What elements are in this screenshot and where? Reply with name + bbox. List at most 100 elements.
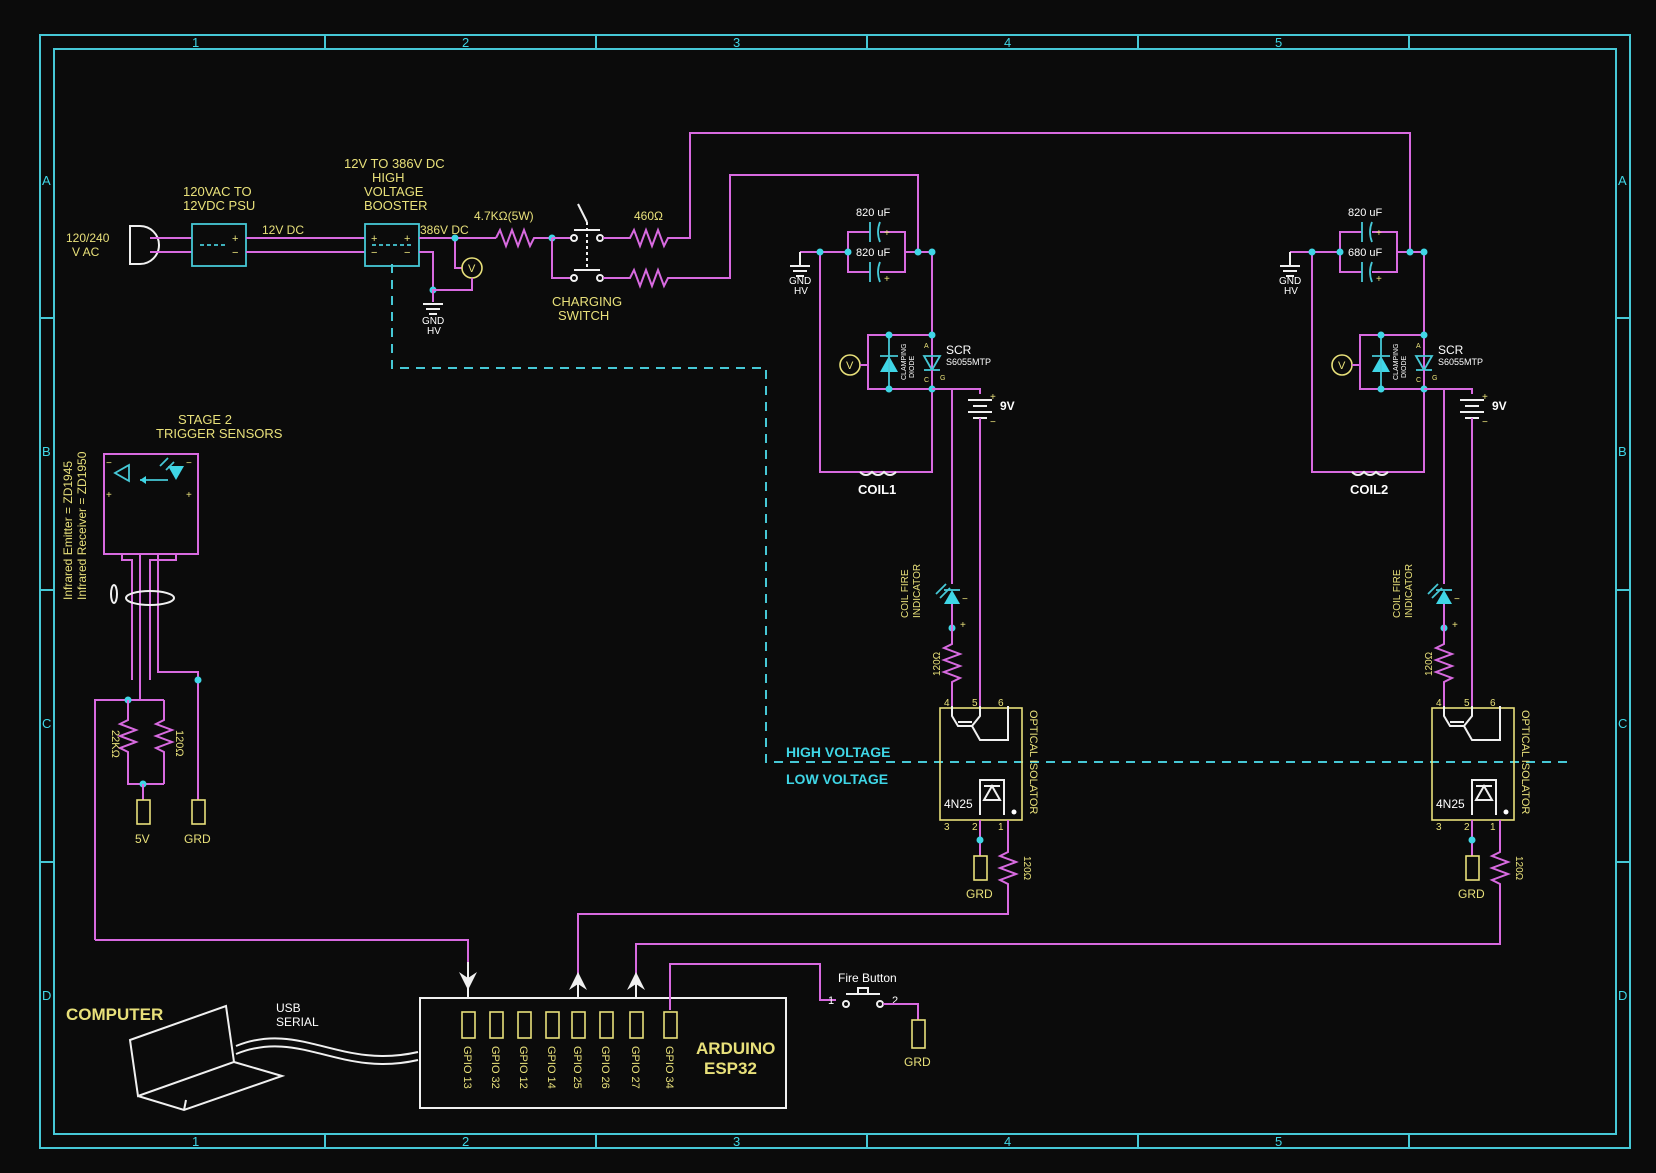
stage1-battery-icon (968, 399, 992, 419)
5v-label: 5V (135, 832, 150, 846)
stage1-iso-resistor (577, 820, 1019, 984)
booster-label-2: HIGH (372, 170, 405, 185)
svg-text:5: 5 (972, 698, 978, 709)
gpio-pin-header (663, 1011, 678, 1039)
stage2-r-led-label: 120Ω (1424, 651, 1435, 676)
svg-text:−: − (232, 247, 238, 259)
stage1-gnd-hv-icon (790, 265, 810, 277)
r-charge2-label: 460Ω (634, 209, 663, 223)
stage1-diode-label-1: CLAMPING (901, 343, 908, 380)
stage1-coil-icon (859, 470, 897, 476)
svg-text:G: G (940, 375, 945, 382)
stage2-iso-resistor (635, 820, 1511, 984)
gpio-pin-header (599, 1011, 614, 1039)
switch-label-2: SWITCH (558, 308, 609, 323)
stage1-scr-icon (922, 355, 942, 372)
sensors-title-2: TRIGGER SENSORS (156, 426, 283, 441)
gpio27-output-arrow-icon (627, 972, 645, 990)
receiver-part-label: Infrared Receiver = ZD1950 (75, 451, 89, 600)
frame-row-a-right: A (1618, 173, 1627, 188)
frame-row-b-right: B (1618, 444, 1627, 459)
stage1-circuit: 820 uF 820 uF ++ GND HV V CLAMPING DIODE… (577, 207, 1039, 984)
svg-text:+: + (106, 490, 112, 501)
r-120-resistor (153, 700, 175, 784)
fire-button-label: Fire Button (838, 971, 897, 985)
pushbutton-icon[interactable] (857, 987, 869, 995)
switch-label-1: CHARGING (552, 294, 622, 309)
computer: COMPUTER USB SERIAL (66, 1001, 419, 1112)
voltmeter-label: V (468, 263, 476, 275)
12v-dc-label: 12V DC (262, 223, 304, 237)
svg-text:5: 5 (1464, 698, 1470, 709)
stage2-led-icon (1436, 590, 1452, 604)
stage1-gnd-connector (973, 855, 988, 881)
svg-text:−: − (106, 458, 112, 469)
frame-row-c-right: C (1618, 716, 1627, 731)
fire-button-gnd-connector (911, 1019, 926, 1049)
psu-block (191, 223, 247, 267)
gpio25-output-arrow-icon (569, 972, 587, 990)
svg-text:−: − (1454, 594, 1460, 605)
voltage-boundary: HIGH VOLTAGE LOW VOLTAGE (391, 264, 1570, 787)
svg-text:−: − (1482, 417, 1488, 428)
gpio-pin-header (517, 1011, 532, 1039)
stage1-diode-label-2: DIODE (909, 356, 916, 379)
frame-row-b: B (42, 444, 51, 459)
stage1-led-icon (944, 590, 960, 604)
frame-col-4-bottom: 4 (1004, 1134, 1011, 1149)
svg-text:+: + (884, 228, 890, 239)
svg-text:−: − (404, 247, 410, 259)
ir-emitter-icon (113, 463, 130, 483)
frame-row-d: D (42, 988, 51, 1003)
svg-text:4: 4 (1436, 698, 1442, 709)
stage1-battery-label: 9V (1000, 399, 1015, 413)
frame-col-4: 4 (1004, 35, 1011, 50)
frame-col-1: 1 (192, 35, 199, 50)
stage1-scr-label: SCR (946, 343, 972, 357)
stage1-gnd-hv-label-2: HV (794, 286, 808, 297)
r-120-label: 120Ω (173, 730, 185, 757)
stage1-led-label-1: COIL FIRE (900, 569, 911, 618)
svg-text:A: A (924, 343, 929, 350)
stage2-gnd-connector (1465, 855, 1480, 881)
stage2-scr-part-label: S6055MTP (1438, 357, 1483, 367)
gpio-pin-header (629, 1011, 644, 1039)
stage1-cap2-label: 820 uF (856, 247, 891, 259)
low-voltage-label: LOW VOLTAGE (786, 771, 888, 787)
emitter-part-label: Infrared Emitter = ZD1945 (61, 461, 75, 600)
svg-text:2: 2 (1464, 822, 1470, 833)
r-22k-label: 22KΩ (109, 730, 121, 758)
frame-col-2: 2 (462, 35, 469, 50)
stage2-isolator-label: OPTICAL ISOLATOR (1519, 710, 1531, 814)
stage2-led-resistor (1433, 604, 1455, 706)
usb-cable-icon (235, 1037, 419, 1057)
svg-text:1: 1 (1490, 822, 1496, 833)
stage2-cap2-label: 680 uF (1348, 247, 1383, 259)
stage1-gnd-hv-label-1: GND (789, 276, 811, 287)
svg-text:+: + (960, 620, 966, 631)
svg-text:−: − (962, 594, 968, 605)
svg-text:+: + (186, 490, 192, 501)
stage1-scr-part-label: S6055MTP (946, 357, 991, 367)
svg-text:−: − (186, 458, 192, 469)
fire-button[interactable]: Fire Button 1 2 GRD (828, 971, 931, 1069)
gpio-pin-label: GPIO 12 (517, 1046, 529, 1089)
gpio-pin-label: GPIO 32 (489, 1046, 501, 1089)
gpio-pin-label: GPIO 13 (461, 1046, 473, 1089)
svg-text:C: C (1416, 377, 1421, 384)
stage2-circuit: 820 uF 680 uF ++ GND HV V CLAMPING DIODE… (635, 207, 1531, 984)
computer-label: COMPUTER (66, 1005, 163, 1024)
gpio-pin-header (461, 1011, 476, 1039)
svg-text:+: + (232, 233, 238, 245)
frame-row-d-right: D (1618, 988, 1627, 1003)
svg-text:−: − (990, 417, 996, 428)
r-charge1-label: 4.7KΩ(5W) (474, 209, 534, 223)
stage1-cap1-label: 820 uF (856, 207, 891, 219)
drawing-frame: 1 2 3 4 5 1 2 3 4 5 A B C D A B C D (39, 34, 1631, 1149)
svg-text:C: C (924, 377, 929, 384)
booster-label-1: 12V TO 386V DC (344, 156, 445, 171)
stage2-coil-icon (1351, 470, 1389, 476)
stage2-cap1-label: 820 uF (1348, 207, 1383, 219)
r-22k-resistor (117, 700, 164, 785)
